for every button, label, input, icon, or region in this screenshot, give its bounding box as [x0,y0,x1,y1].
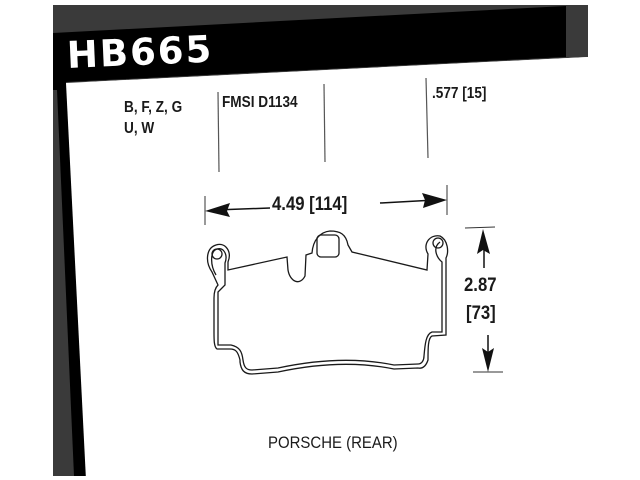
compounds-line-1: B, F, Z, G [124,99,183,116]
height-ext-top [464,226,496,229]
center-tab-slot [316,234,340,258]
arrow-down-icon [482,348,494,372]
mount-hole-right [432,237,444,249]
divider-3 [425,77,429,159]
paper [66,57,640,480]
divider-1 [217,91,220,173]
thickness-spec: .577 [15] [432,85,487,102]
height-dimension-in: 2.87 [464,275,497,296]
mount-hole-left [211,248,223,260]
height-dimension-mm: [73] [466,303,496,324]
compounds-line-2: U, W [124,120,155,137]
frame-black-band [53,6,566,476]
brake-pad-outline [206,230,449,375]
vehicle-caption: PORSCHE (REAR) [268,433,398,452]
frame-black-left [57,82,86,476]
fmsi-number: FMSI D1134 [222,94,298,111]
divider-2 [323,83,326,163]
arrow-right-icon [422,193,447,208]
part-number: HB665 [66,27,215,77]
arrow-up-icon [477,229,490,254]
arrow-left-icon [205,203,230,217]
width-dimension: 4.49 [114] [272,194,348,215]
